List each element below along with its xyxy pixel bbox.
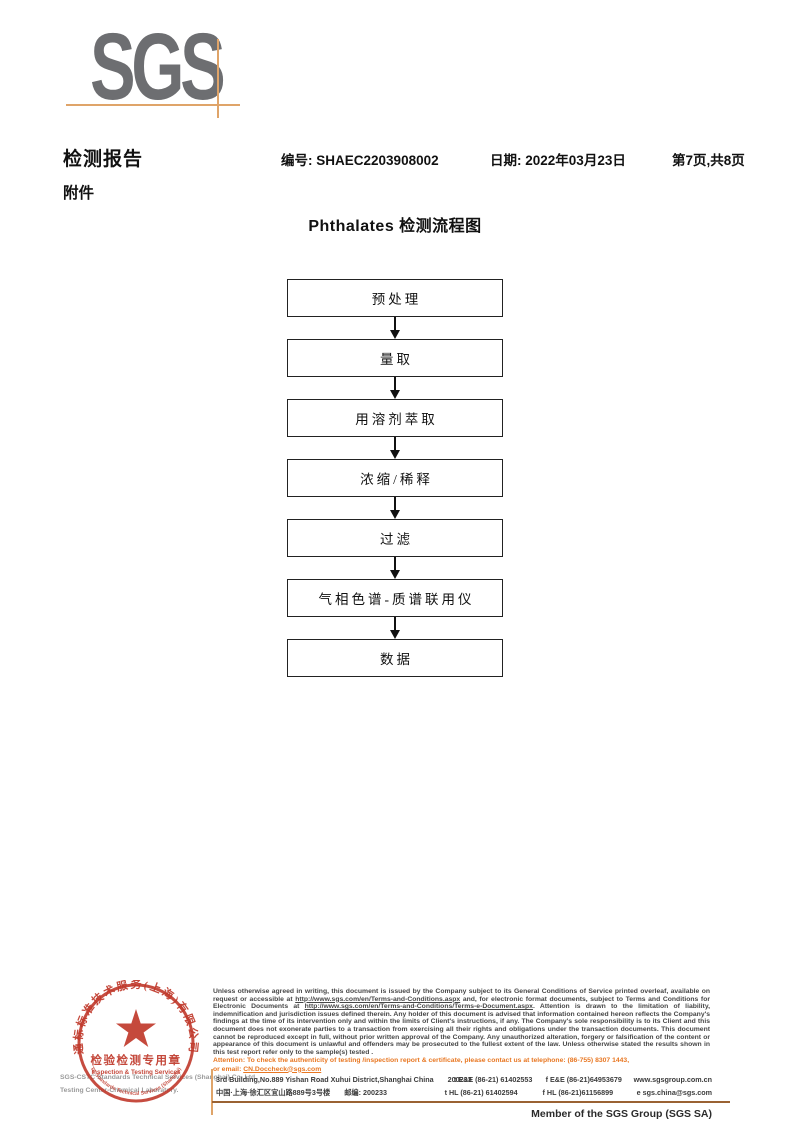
disclaimer-part2: and, for electronic format documents, su…	[213, 995, 710, 1011]
logo-vertical-line	[217, 39, 219, 118]
page-indicator: 第7页,共8页	[672, 153, 745, 168]
company-lab-line: Testing Center-Chemical Laboratory.	[60, 1087, 179, 1094]
footer-rule	[212, 1101, 730, 1103]
address-block: 3rd Building,No.889 Yishan Road Xuhui Di…	[216, 1075, 712, 1101]
stamp-center-subtext: Inspection & Testing Services	[91, 1069, 181, 1076]
address-row-cn: 中国·上海·徐汇区宜山路889号3号楼 邮编: 200233 t HL (86-2…	[216, 1088, 712, 1101]
address-en-postcode: 200233	[447, 1075, 472, 1084]
footer-legal-block: Unless otherwise agreed in writing, this…	[213, 988, 710, 1074]
flow-step-box: 过滤	[287, 519, 503, 557]
attention-line1: Attention: To check the authenticity of …	[213, 1057, 630, 1065]
terms-e-document-url: http://www.sgs.com/en/Terms-and-Conditio…	[304, 1003, 533, 1011]
logo-horizontal-line	[66, 104, 240, 106]
address-cn-line: 中国·上海·徐汇区宜山路889号3号楼	[216, 1088, 331, 1097]
address-cn-postcode: 邮编: 200233	[344, 1088, 387, 1097]
down-arrow-icon	[287, 617, 503, 639]
flow-step-box: 预处理	[287, 279, 503, 317]
address-cn: 中国·上海·徐汇区宜山路889号3号楼 邮编: 200233	[216, 1088, 445, 1098]
report-date-value: 2022年03月23日	[525, 153, 626, 168]
company-name-line: SGS-CSTC Standards Technical Services (S…	[60, 1074, 258, 1081]
flow-step-box: 用溶剂萃取	[287, 399, 503, 437]
flow-step-box: 量取	[287, 339, 503, 377]
flow-step-box: 气相色谱-质谱联用仪	[287, 579, 503, 617]
report-title: 检测报告	[63, 149, 144, 170]
flow-step-box: 浓缩/稀释	[287, 459, 503, 497]
disclaimer-part1: Unless otherwise agreed in writing, this…	[213, 988, 710, 1003]
address-left-rule	[211, 1069, 213, 1115]
sgs-email: e sgs.china@sgs.com	[636, 1088, 712, 1097]
report-number: 编号: SHAEC2203908002	[281, 149, 439, 169]
sgs-logo: SGS	[90, 14, 226, 120]
stamp-star-icon	[116, 1009, 156, 1047]
stamp-ring	[77, 983, 195, 1103]
fax-cn: f HL (86-21)61156899	[542, 1088, 614, 1097]
phone-en: t E&E (86-21) 61402553	[454, 1075, 533, 1084]
member-line: Member of the SGS Group (SGS SA)	[531, 1108, 712, 1120]
down-arrow-icon	[287, 317, 503, 339]
disclaimer-part3: . Attention is drawn to the limitation o…	[213, 1003, 710, 1056]
fax-en: f E&E (86-21)64953679	[545, 1075, 622, 1084]
attention-email-label: or email:	[213, 1065, 244, 1073]
address-en: 3rd Building,No.889 Yishan Road Xuhui Di…	[216, 1075, 472, 1084]
disclaimer-text: Unless otherwise agreed in writing, this…	[213, 988, 710, 1056]
flowchart-title: Phthalates 检测流程图	[308, 218, 482, 235]
down-arrow-icon	[287, 497, 503, 519]
phone-cn: t HL (86-21) 61402594	[444, 1088, 518, 1097]
flowchart: 预处理量取用溶剂萃取浓缩/稀释过滤气相色谱-质谱联用仪数据	[287, 279, 503, 677]
stamp-center-text: 检验检测专用章	[91, 1053, 182, 1067]
doccheck-email: CN.Doccheck@sgs.com	[243, 1065, 322, 1073]
address-en-line: 3rd Building,No.889 Yishan Road Xuhui Di…	[216, 1075, 434, 1084]
down-arrow-icon	[287, 437, 503, 459]
down-arrow-icon	[287, 557, 503, 579]
terms-url: http://www.sgs.com/en/Terms-and-Conditio…	[295, 995, 461, 1003]
attention-notice: Attention: To check the authenticity of …	[213, 1057, 710, 1073]
attachment-label: 附件	[63, 185, 95, 202]
inspection-stamp: 通标标准技术服务(上海)有限公司 检验检测专用章 Inspection & Te…	[66, 980, 198, 1103]
down-arrow-icon	[287, 377, 503, 399]
report-date-label: 日期:	[490, 153, 522, 168]
report-date: 日期: 2022年03月23日	[490, 149, 626, 169]
website: www.sgsgroup.com.cn	[633, 1075, 712, 1084]
address-row-en: 3rd Building,No.889 Yishan Road Xuhui Di…	[216, 1075, 712, 1088]
report-number-value: SHAEC2203908002	[316, 153, 439, 168]
report-number-label: 编号:	[281, 153, 313, 168]
flow-step-box: 数据	[287, 639, 503, 677]
